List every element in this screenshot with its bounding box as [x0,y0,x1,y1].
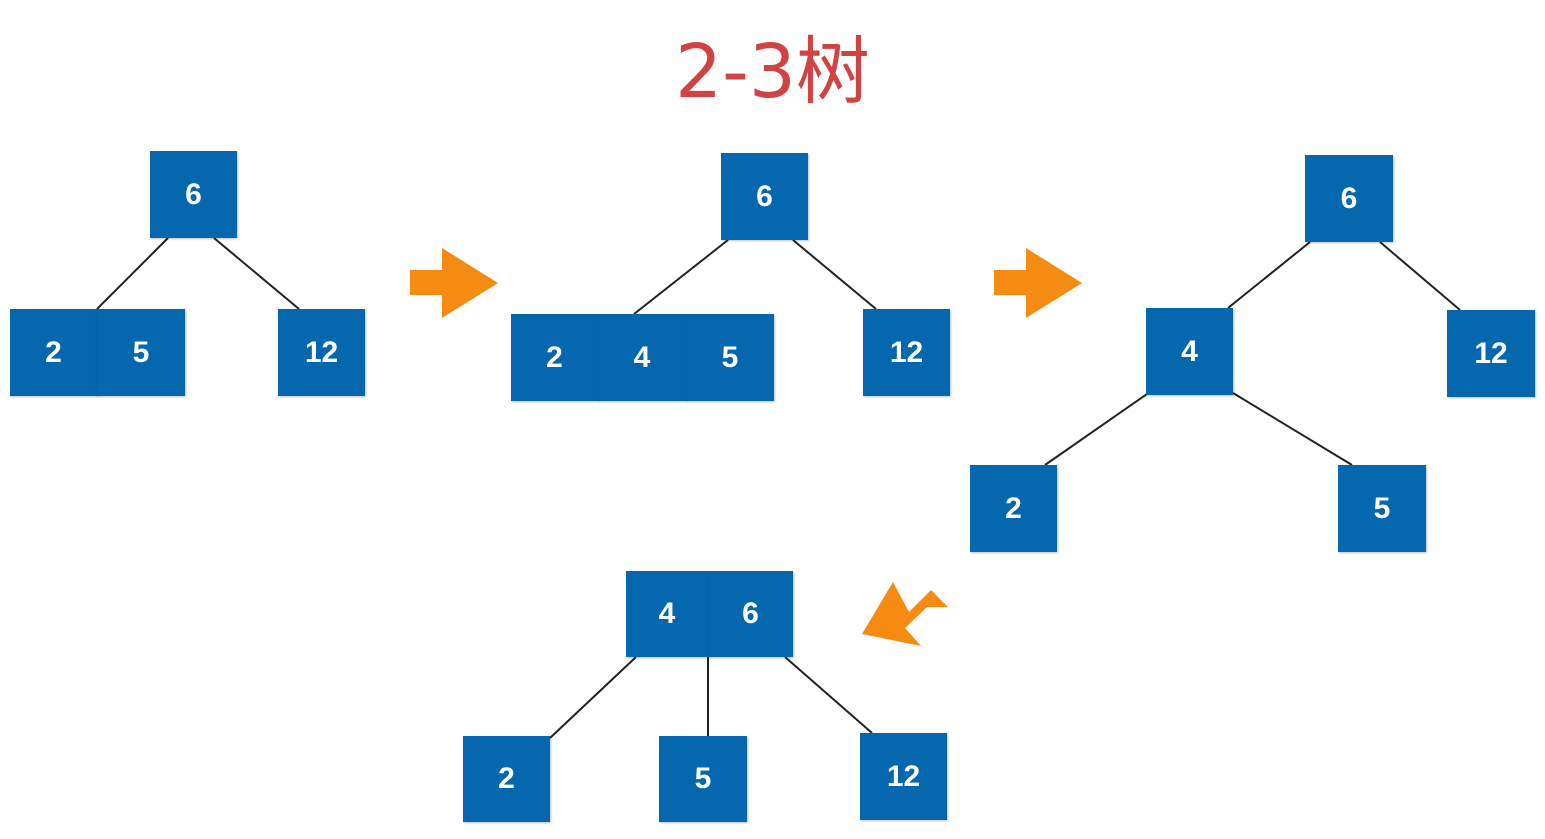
edge [213,237,300,310]
tree-node: 12 [278,309,365,396]
tree-node: 6 [708,571,793,657]
tree-node: 4 [1146,308,1233,395]
tree-node: 5 [1338,465,1426,552]
tree-node: 2 [970,465,1057,552]
tree-node: 6 [721,153,808,240]
tree-node: 4 [626,571,709,657]
edge [633,239,729,315]
edge [1379,241,1461,311]
tree-node: 5 [659,736,747,822]
edge [96,237,169,310]
tree-node: 6 [150,151,237,238]
edge [784,656,873,734]
arrow-down-left-icon [862,582,948,646]
tree-node: 2 [463,736,550,822]
arrow-right-icon [410,248,498,318]
tree-node: 12 [1447,310,1535,397]
diagram-title: 2-3树 [675,29,870,115]
tree-node: 5 [97,309,185,396]
tree-node: 2 [10,309,98,396]
edge [1227,241,1311,309]
tree-node: 4 [598,314,687,401]
edge [549,656,637,739]
arrow-right-icon [994,248,1082,318]
tree-node: 5 [686,314,774,401]
edge [792,239,877,310]
edge [1044,393,1148,466]
tree-node: 6 [1305,155,1393,242]
edge [1232,392,1353,466]
tree-node: 2 [511,314,599,401]
tree-node: 12 [860,733,947,820]
tree-node: 12 [863,309,950,396]
